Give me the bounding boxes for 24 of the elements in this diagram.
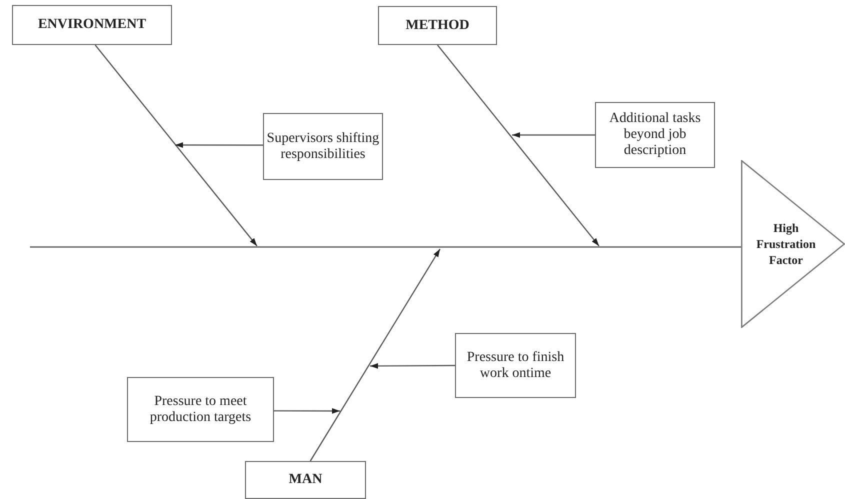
arrow [94, 44, 258, 246]
cause-box [455, 333, 576, 398]
cause-label: Pressure to meet production targets [148, 394, 252, 426]
cause-label: Supervisors shifting responsibilities [266, 130, 380, 162]
category-box [12, 5, 172, 45]
cause-label: Additional tasks beyond job description [608, 111, 702, 159]
arrow [512, 132, 595, 138]
arrow [310, 248, 441, 462]
cause-box [595, 102, 715, 168]
category-label: METHOD [406, 18, 470, 34]
arrow [437, 44, 600, 246]
category-box [245, 461, 366, 499]
cause-box [263, 113, 383, 180]
arrow [175, 142, 263, 148]
cause-box [127, 377, 274, 442]
category-label: ENVIRONMENT [38, 17, 146, 33]
category-label: MAN [288, 472, 322, 488]
head-triangle [741, 160, 845, 328]
effect-label: High Frustration Factor [755, 220, 817, 268]
cause-label: Pressure to finish work ontime [466, 350, 566, 382]
arrow [274, 408, 340, 414]
arrow [370, 363, 455, 369]
category-box [378, 6, 497, 45]
spine-line [30, 246, 741, 248]
